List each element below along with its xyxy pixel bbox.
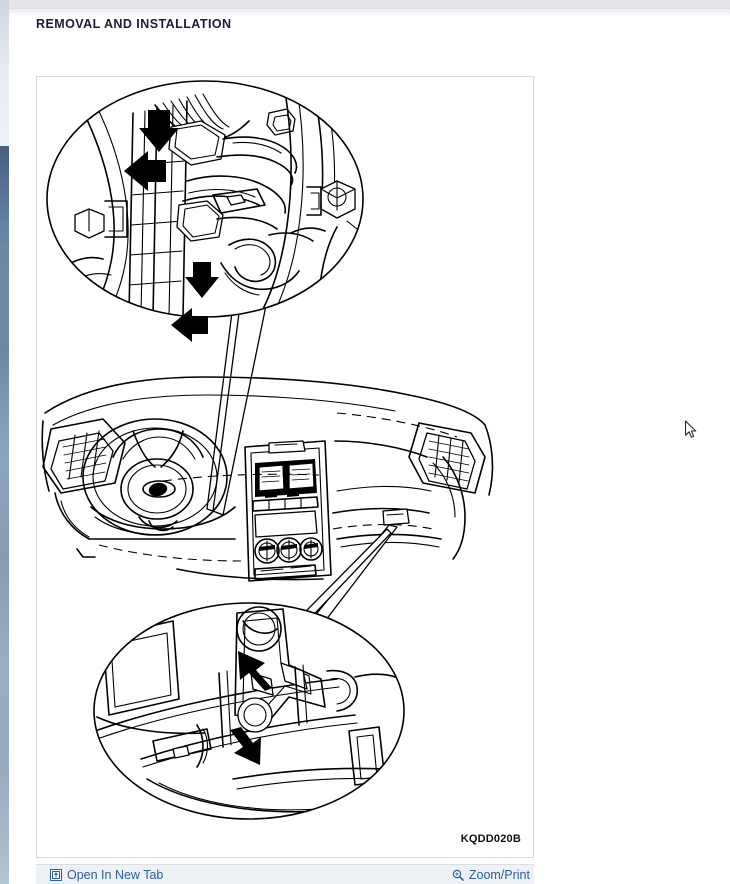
page-title: REMOVAL AND INSTALLATION (36, 17, 232, 31)
mouse-pointer-icon (684, 420, 698, 440)
figure-panel: .ln { fill:none; stroke:#000; stroke-wid… (36, 76, 534, 858)
open-in-new-tab-icon (50, 869, 62, 881)
window-top-fade (0, 9, 730, 18)
open-in-new-tab-label: Open In New Tab (67, 868, 164, 882)
magnifier-icon (452, 869, 464, 881)
open-in-new-tab-link[interactable]: Open In New Tab (50, 868, 163, 882)
sidebar-edge-light-segment (0, 0, 9, 146)
figure-reference-code: KQDD020B (460, 833, 521, 845)
figure-image[interactable]: .ln { fill:none; stroke:#000; stroke-wid… (37, 77, 533, 857)
zoom-print-link[interactable]: Zoom/Print (452, 868, 530, 882)
zoom-print-label: Zoom/Print (468, 868, 530, 882)
sidebar-edge-strip (0, 0, 9, 884)
technical-illustration: .ln { fill:none; stroke:#000; stroke-wid… (37, 77, 533, 857)
sidebar-edge-blue-segment (0, 146, 9, 884)
window-top-strip (0, 0, 730, 9)
figure-action-bar: Open In New Tab Zoom/Print (36, 864, 534, 884)
